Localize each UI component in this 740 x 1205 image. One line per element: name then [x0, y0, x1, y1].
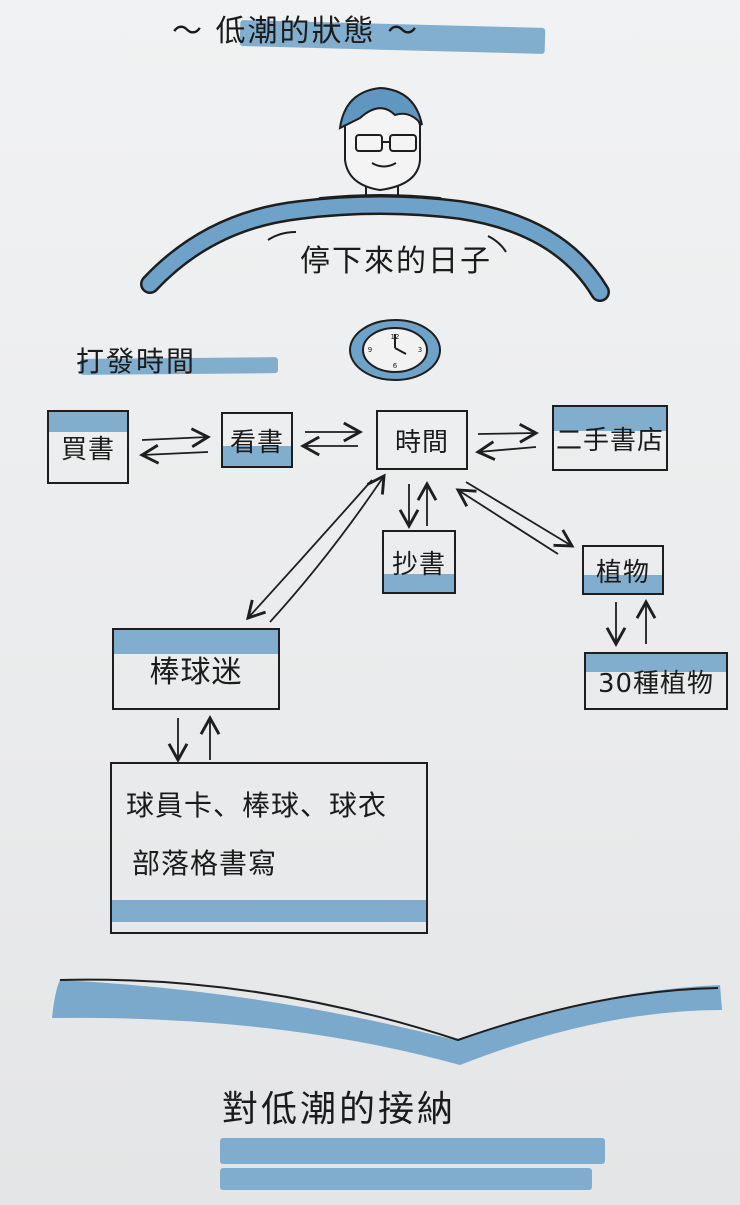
svg-text:12: 12 — [391, 333, 400, 341]
arch-shape — [140, 195, 610, 302]
node-baseball-fan: 棒球迷 — [112, 628, 280, 710]
node-baseball-details: 球員卡、棒球、球衣 部落格書寫 — [110, 762, 428, 934]
node-buy-books-label: 買書 — [60, 434, 115, 465]
arrow-store-to-time — [475, 440, 537, 461]
node-used-bookstore: 二手書店 — [552, 405, 668, 471]
node-read-books: 看書 — [221, 412, 293, 468]
node-copy-books: 抄書 — [382, 530, 456, 594]
node-buy-books-highlight — [49, 412, 127, 432]
footer-highlight-2 — [220, 1168, 592, 1190]
node-time-label: 時間 — [394, 427, 449, 458]
arrow-plants-to-time — [455, 488, 559, 555]
clock-icon: 12 3 6 9 — [349, 319, 441, 381]
node-thirty-plants-label: 30種植物 — [597, 668, 715, 699]
arrow-time-to-baseball — [246, 479, 373, 621]
node-baseball-fan-highlight — [114, 630, 278, 654]
section-label: 打發時間 — [76, 345, 197, 378]
arrow-time-to-plants — [465, 481, 575, 548]
node-thirty-plants: 30種植物 — [584, 652, 728, 710]
open-book-illustration — [52, 978, 722, 1065]
svg-text:6: 6 — [393, 362, 398, 370]
node-buy-books: 買書 — [47, 410, 129, 484]
node-copy-books-label: 抄書 — [391, 549, 446, 580]
node-time: 時間 — [376, 410, 468, 470]
node-read-books-highlight — [223, 446, 291, 466]
node-baseball-details-line1: 球員卡、棒球、球衣 — [126, 789, 388, 822]
node-read-books-label: 看書 — [229, 427, 284, 458]
node-plants: 植物 — [582, 545, 664, 595]
arrow-baseball-to-time — [269, 473, 386, 623]
arrow-time-to-store — [477, 423, 539, 444]
footer-title: 對低潮的接納 — [222, 1089, 457, 1130]
footer-highlight-1 — [220, 1138, 605, 1164]
arrow-read-to-buy — [139, 444, 209, 465]
node-thirty-plants-highlight — [586, 654, 726, 672]
node-baseball-details-line2: 部落格書寫 — [132, 847, 278, 880]
node-copy-books-highlight — [384, 574, 454, 592]
node-plants-highlight — [584, 575, 662, 593]
svg-text:9: 9 — [368, 346, 372, 354]
node-baseball-fan-label: 棒球迷 — [149, 655, 243, 690]
arrow-buy-to-read — [141, 427, 211, 448]
page-title: ～ 低潮的狀態 ～ — [172, 14, 420, 49]
node-used-bookstore-label: 二手書店 — [555, 425, 664, 456]
node-used-bookstore-highlight — [554, 407, 666, 431]
svg-text:3: 3 — [418, 346, 422, 354]
node-plants-label: 植物 — [595, 557, 650, 588]
arch-banner-text: 停下來的日子 — [300, 244, 492, 279]
node-baseball-details-highlight — [112, 900, 426, 922]
